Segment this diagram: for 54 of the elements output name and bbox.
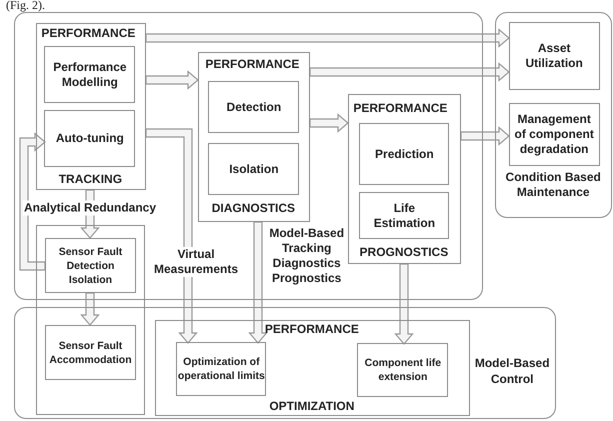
process-box: [208, 143, 300, 196]
arrow: [309, 113, 349, 133]
arrow: [309, 62, 510, 82]
box-label: PERFORMANCE: [264, 322, 360, 336]
box-label: TRACKING: [58, 172, 124, 186]
box-label: Component life extension: [364, 356, 442, 384]
process-box: [198, 52, 310, 222]
process-box: [44, 46, 136, 104]
box-label: Life Estimation: [372, 200, 436, 231]
group-panel: [495, 12, 612, 218]
arrow: [80, 292, 100, 326]
box-label: Optimization of operational limits: [177, 355, 266, 384]
process-box: [208, 81, 300, 134]
process-box: [45, 325, 136, 380]
arrow: [145, 70, 199, 90]
arrow: [145, 28, 510, 48]
box-label: Isolation: [228, 162, 280, 177]
box-label: Asset Utilization: [524, 40, 584, 71]
box-label: Management of component degradation: [514, 112, 595, 157]
process-box: [357, 343, 448, 398]
group-title: Model-Based Tracking Diagnostics Prognostics: [268, 226, 346, 286]
box-label: Auto-tuning: [54, 131, 125, 146]
group-title: Model-Based Control: [474, 354, 551, 387]
box-label: PERFORMANCE: [353, 101, 448, 116]
group-title: Condition Based Maintenance: [504, 170, 602, 200]
process-box: [176, 342, 266, 396]
group-panel: [14, 12, 483, 300]
process-box: [348, 94, 461, 264]
box-label: OPTIMIZATION: [268, 399, 356, 414]
group-panel: [14, 307, 556, 419]
box-label: PROGNOSTICS: [358, 245, 450, 260]
box-label: PERFORMANCE: [41, 26, 136, 40]
note-text: (Fig. 2).: [6, 0, 45, 12]
box-label: Performance Modelling: [52, 60, 128, 90]
box-label: Sensor Fault Accommodation: [48, 338, 133, 366]
process-box: [154, 320, 470, 416]
box-label: Sensor Fault Detection Isolation: [58, 244, 124, 286]
box-label: Prediction: [374, 146, 435, 162]
box-label: Detection: [226, 100, 282, 115]
box-label: PERFORMANCE: [205, 57, 300, 72]
arrow: [248, 221, 268, 344]
process-box: [44, 110, 136, 168]
arrow: [460, 126, 510, 146]
process-box: [45, 238, 136, 293]
group-box: [36, 225, 145, 415]
box-label: DIAGNOSTICS: [210, 201, 296, 216]
process-box: [508, 102, 600, 166]
arrow: [19, 132, 46, 271]
process-box: [359, 192, 450, 240]
process-box: [508, 22, 600, 90]
arrow: [394, 263, 414, 345]
process-box: [36, 22, 146, 190]
edge-label: Analytical Redundancy: [22, 200, 158, 216]
process-box: [359, 123, 450, 186]
